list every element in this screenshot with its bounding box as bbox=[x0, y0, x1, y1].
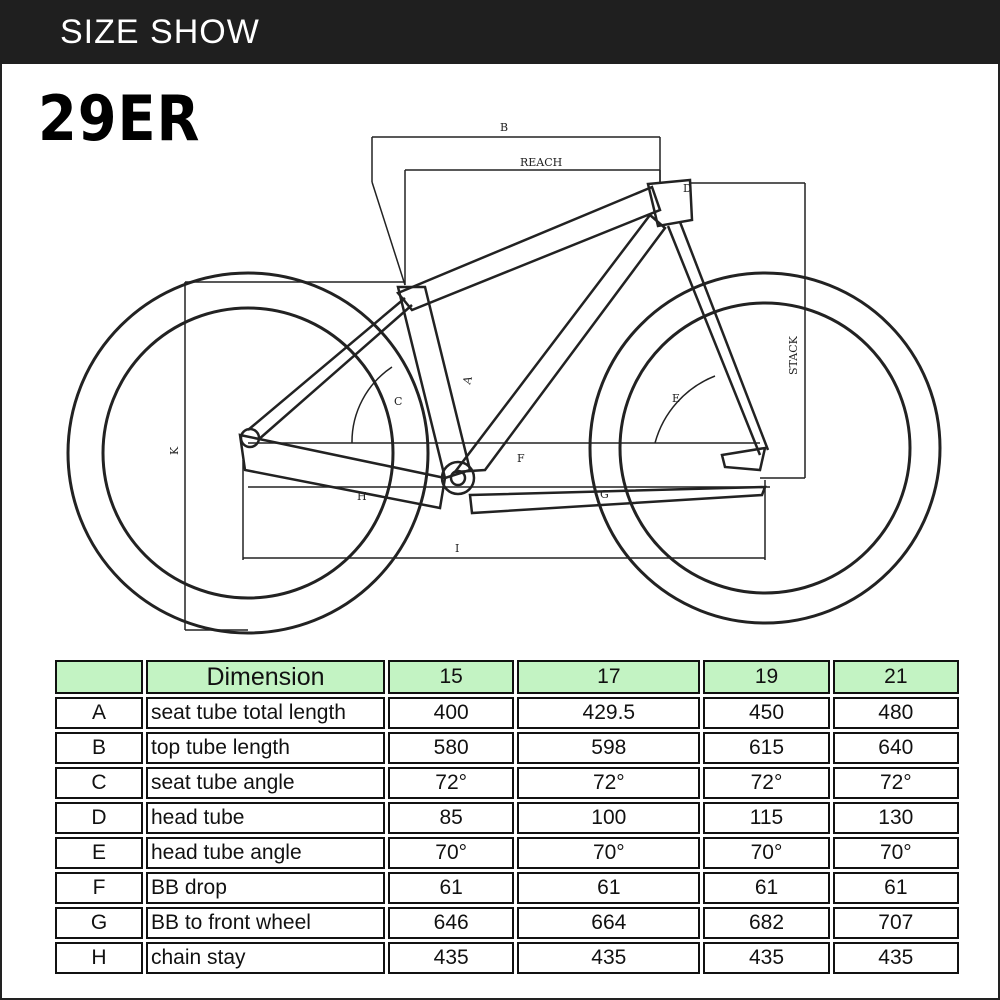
row-letter: H bbox=[55, 942, 143, 974]
label-c: C bbox=[394, 395, 402, 408]
row-letter: B bbox=[55, 732, 143, 764]
row-letter: A bbox=[55, 697, 143, 729]
size-header: 21 bbox=[832, 660, 959, 694]
row-value: 70° bbox=[517, 837, 701, 869]
table-row: A seat tube total length 400 429.5 450 4… bbox=[55, 697, 959, 729]
row-value: 435 bbox=[703, 942, 830, 974]
row-letter: F bbox=[55, 872, 143, 904]
row-value: 598 bbox=[517, 732, 701, 764]
label-f: F bbox=[517, 452, 525, 465]
row-value: 580 bbox=[388, 732, 515, 764]
row-value: 615 bbox=[703, 732, 830, 764]
row-value: 646 bbox=[388, 907, 515, 939]
table-corner-cell bbox=[55, 660, 143, 694]
row-value: 115 bbox=[703, 802, 830, 834]
row-letter: E bbox=[55, 837, 143, 869]
row-value: 640 bbox=[832, 732, 959, 764]
dimension-lines bbox=[184, 136, 806, 631]
row-name: seat tube angle bbox=[146, 767, 385, 799]
row-name: top tube length bbox=[146, 732, 385, 764]
label-h: H bbox=[357, 490, 367, 503]
table-row: C seat tube angle 72° 72° 72° 72° bbox=[55, 767, 959, 799]
row-name: chain stay bbox=[146, 942, 385, 974]
size-header: 15 bbox=[388, 660, 515, 694]
row-letter: C bbox=[55, 767, 143, 799]
label-stack: STACK bbox=[787, 335, 800, 375]
label-b: B bbox=[500, 121, 508, 134]
table-row: H chain stay 435 435 435 435 bbox=[55, 942, 959, 974]
table-row: B top tube length 580 598 615 640 bbox=[55, 732, 959, 764]
row-value: 70° bbox=[832, 837, 959, 869]
row-name: head tube angle bbox=[146, 837, 385, 869]
label-i: I bbox=[455, 542, 459, 555]
size-header: 17 bbox=[517, 660, 701, 694]
frame-tubes bbox=[238, 178, 770, 515]
table-row: G BB to front wheel 646 664 682 707 bbox=[55, 907, 959, 939]
row-value: 664 bbox=[517, 907, 701, 939]
row-value: 400 bbox=[388, 697, 515, 729]
label-k: K bbox=[168, 446, 181, 455]
row-value: 61 bbox=[517, 872, 701, 904]
row-value: 435 bbox=[388, 942, 515, 974]
row-name: BB drop bbox=[146, 872, 385, 904]
model-title: 29ER bbox=[38, 82, 201, 155]
row-name: head tube bbox=[146, 802, 385, 834]
row-letter: D bbox=[55, 802, 143, 834]
header-title: SIZE SHOW bbox=[60, 13, 260, 51]
rear-wheel bbox=[66, 271, 430, 635]
table-row: D head tube 85 100 115 130 bbox=[55, 802, 959, 834]
size-table: Dimension 15 17 19 21 A seat tube total … bbox=[52, 657, 962, 977]
label-e: E bbox=[672, 392, 680, 405]
row-value: 682 bbox=[703, 907, 830, 939]
row-value: 435 bbox=[832, 942, 959, 974]
header-bar: SIZE SHOW bbox=[0, 0, 1000, 64]
row-value: 429.5 bbox=[517, 697, 701, 729]
row-name: BB to front wheel bbox=[146, 907, 385, 939]
bike-frame-diagram: B REACH STACK A C D E F G H I K bbox=[66, 121, 942, 635]
row-value: 707 bbox=[832, 907, 959, 939]
row-value: 72° bbox=[832, 767, 959, 799]
row-name: seat tube total length bbox=[146, 697, 385, 729]
row-value: 72° bbox=[703, 767, 830, 799]
row-value: 61 bbox=[832, 872, 959, 904]
table-row: F BB drop 61 61 61 61 bbox=[55, 872, 959, 904]
label-d: D bbox=[683, 182, 692, 195]
label-reach: REACH bbox=[520, 156, 562, 169]
row-value: 61 bbox=[703, 872, 830, 904]
table-row: E head tube angle 70° 70° 70° 70° bbox=[55, 837, 959, 869]
dimension-header: Dimension bbox=[146, 660, 385, 694]
row-value: 480 bbox=[832, 697, 959, 729]
row-value: 130 bbox=[832, 802, 959, 834]
size-header: 19 bbox=[703, 660, 830, 694]
label-g: G bbox=[600, 488, 609, 501]
row-value: 72° bbox=[517, 767, 701, 799]
row-value: 72° bbox=[388, 767, 515, 799]
label-a: A bbox=[460, 374, 475, 387]
row-value: 435 bbox=[517, 942, 701, 974]
front-wheel bbox=[588, 271, 942, 625]
row-value: 100 bbox=[517, 802, 701, 834]
table-header-row: Dimension 15 17 19 21 bbox=[55, 660, 959, 694]
row-value: 61 bbox=[388, 872, 515, 904]
row-value: 450 bbox=[703, 697, 830, 729]
row-value: 70° bbox=[388, 837, 515, 869]
row-value: 70° bbox=[703, 837, 830, 869]
row-value: 85 bbox=[388, 802, 515, 834]
row-letter: G bbox=[55, 907, 143, 939]
